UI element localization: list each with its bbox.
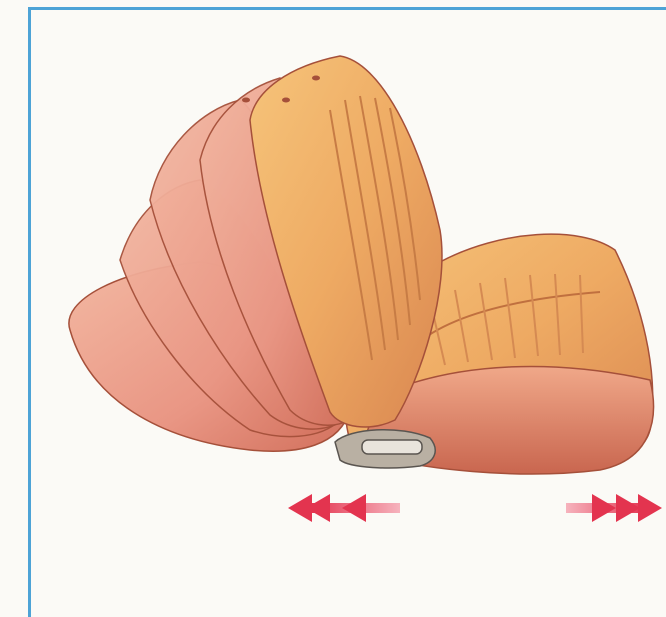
arrow-right-icon — [566, 494, 662, 522]
recline-lever-icon — [335, 430, 435, 468]
reclining-seat-illustration — [0, 0, 666, 603]
seat-backrest-icon — [69, 56, 442, 451]
arrow-left-icon — [288, 494, 400, 522]
